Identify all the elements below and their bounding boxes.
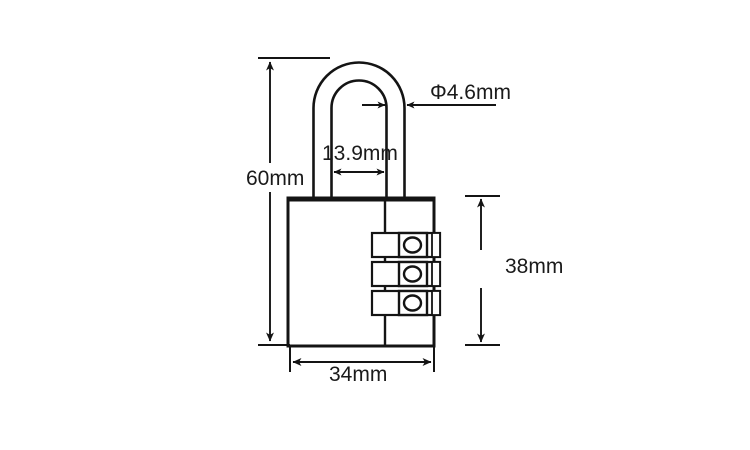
dimension-label-shackle-diameter: Φ4.6mm — [430, 81, 511, 104]
dimension-body-height — [465, 195, 500, 346]
dimension-overall-height — [258, 57, 330, 346]
shackle — [312, 61, 406, 200]
dial-1 — [370, 231, 442, 259]
dimension-label-body-height: 38mm — [505, 255, 564, 278]
dial-3 — [370, 289, 442, 317]
dimension-label-shackle-inner-width: 13.9mm — [322, 142, 398, 165]
dial-2 — [370, 260, 442, 288]
dimension-label-overall-height: 60mm — [246, 167, 305, 190]
dimension-body-width — [289, 347, 435, 372]
dimension-label-body-width: 34mm — [329, 363, 388, 386]
